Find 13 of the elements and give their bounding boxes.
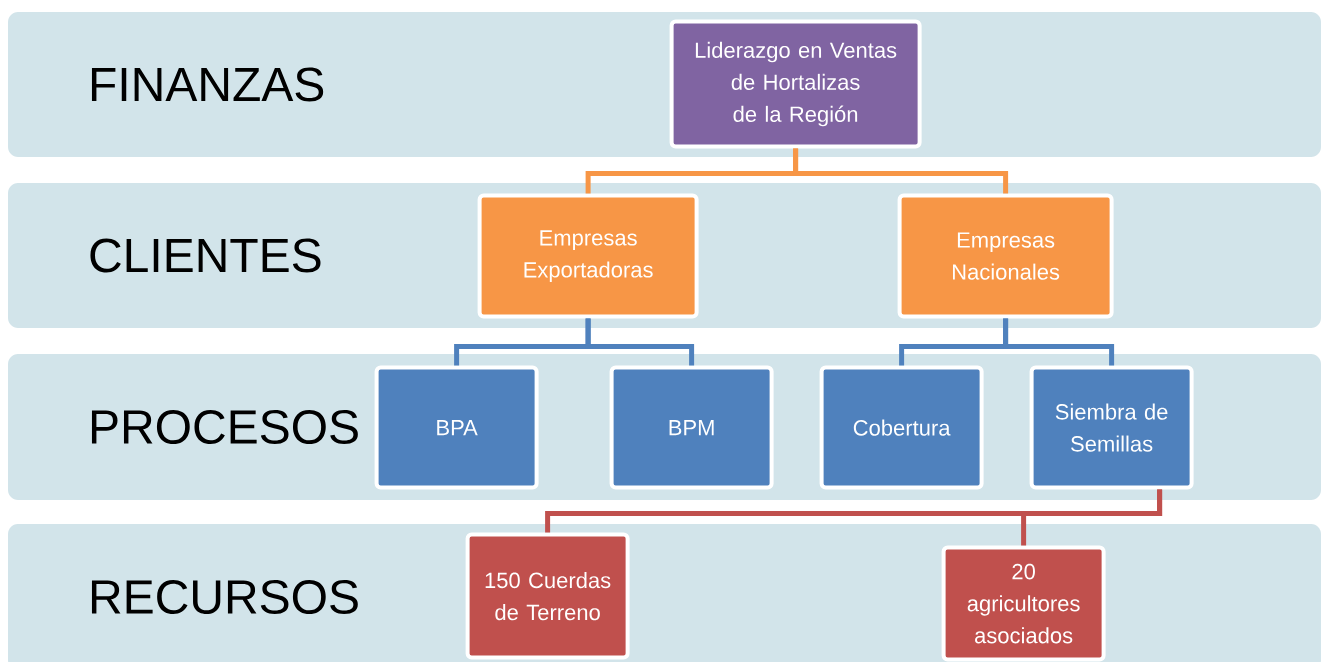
connector (1021, 489, 1163, 546)
connector (1003, 318, 1115, 366)
process-box: BPA (374, 365, 539, 490)
process-box: BPM (609, 365, 774, 490)
connector (585, 318, 695, 366)
connector (793, 148, 1009, 194)
process-box: Cobertura (819, 365, 984, 490)
process-box: 150 Cuerdas de Terreno (465, 532, 630, 660)
process-box: Liderazgo en Ventas de Hortalizas de la Región (669, 19, 922, 149)
process-box: 20 agricultores asociados (941, 545, 1106, 662)
process-box: Empresas Nacionales (897, 193, 1114, 319)
process-box: Siembra de Semillas (1029, 365, 1194, 490)
process-box: Empresas Exportadoras (477, 193, 699, 319)
